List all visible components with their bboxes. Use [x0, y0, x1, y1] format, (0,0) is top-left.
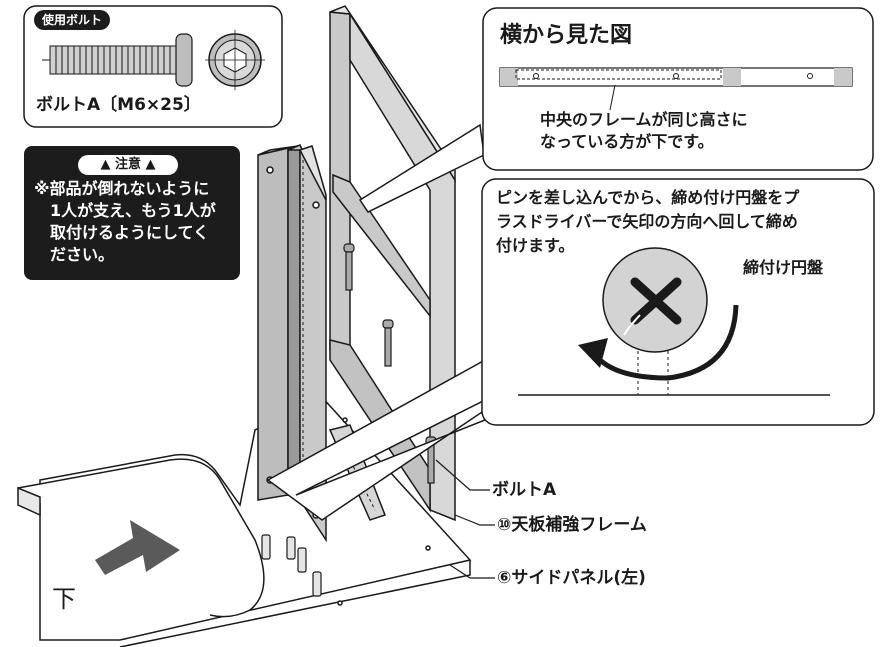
bolt-a-label: ボルトA: [492, 480, 557, 500]
leader-lines: [435, 267, 740, 579]
warning-icon: ▲: [100, 157, 111, 172]
screw-instruction-line: ラスドライバーで矢印の方向へ回して締め: [496, 212, 798, 231]
warning-line: 取付けるようにしてく: [50, 223, 210, 242]
side-view-note-line: なっている方が下です。: [540, 132, 714, 151]
frame-large: [329, 5, 456, 522]
frame-label: ⑩天板補強フレーム: [497, 515, 647, 535]
warning-line: ※部品が倒れないように: [34, 179, 210, 198]
disc-label: 締付け円盤: [743, 258, 824, 277]
warning-title-text: 注意: [114, 157, 141, 172]
panel-label: ⑥サイドパネル(左): [497, 568, 646, 588]
down-label: 下: [52, 585, 76, 613]
warning-text: ※部品が倒れないように 1人が支え、もう1人が 取付けるようにしてく ださい。: [34, 178, 240, 266]
bolt-caption: ボルトA〔M6×25〕: [36, 95, 201, 115]
bolt-used-tag: 使用ボルト: [34, 10, 111, 30]
warning-line: ださい。: [50, 245, 115, 264]
side-view-panel: [482, 7, 874, 171]
screw-detail-panel: [481, 178, 875, 426]
bolt-panel: [23, 5, 283, 128]
legs: [257, 144, 327, 543]
down-direction-arrow: [95, 520, 180, 575]
side-view-title: 横から見た図: [500, 23, 633, 48]
dowel-pins: [261, 534, 322, 597]
warning-icon-2: ▲: [145, 157, 156, 172]
warning-title: ▲ 注意 ▲: [78, 155, 178, 175]
side-view-note-line: 中央のフレームが同じ高さに: [540, 110, 748, 129]
rotation-arrow: [598, 304, 739, 381]
screw-instruction-line: 付けます。: [496, 236, 575, 255]
warning-line: 1人が支え、もう1人が: [50, 201, 216, 220]
screw-instruction-line: ピンを差し込んでから、締め付け円盤をプ: [496, 188, 800, 207]
